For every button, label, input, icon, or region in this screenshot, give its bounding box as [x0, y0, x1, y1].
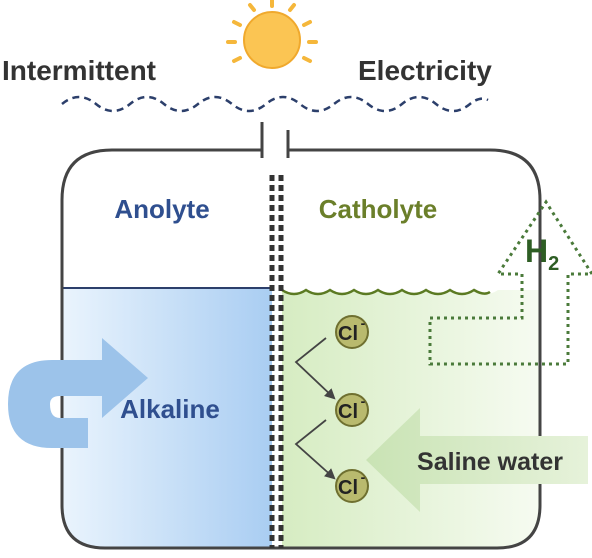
saline-water-label: Saline water: [417, 448, 563, 476]
sun-icon: [226, 0, 318, 69]
cell-outline: [60, 148, 542, 550]
chloride-ion: Cl -: [335, 393, 369, 427]
anolyte-label: Anolyte: [114, 194, 209, 224]
membrane: [269, 175, 284, 548]
svg-text:Cl: Cl: [338, 477, 358, 499]
svg-text:-: -: [361, 393, 366, 409]
chloride-ion: Cl -: [335, 315, 369, 349]
h2-label: H2: [525, 233, 559, 275]
catholyte-label: Catholyte: [319, 194, 437, 224]
anolyte-liquid: [62, 288, 272, 548]
svg-text:-: -: [361, 315, 366, 331]
electricity-label: Electricity: [358, 55, 492, 86]
power-wave: [61, 95, 489, 113]
svg-text:Cl: Cl: [338, 401, 358, 423]
intermittent-label: Intermittent: [2, 55, 156, 86]
alkaline-label: Alkaline: [120, 394, 220, 424]
chloride-ion: Cl -: [335, 469, 369, 503]
svg-text:-: -: [361, 469, 366, 485]
svg-text:Cl: Cl: [338, 323, 358, 345]
catholyte-surface: [281, 288, 491, 296]
ion-migration-arrows: [294, 337, 336, 480]
h2-outlet-arrow: [428, 199, 592, 366]
alkaline-recirculation-arrow: [8, 338, 148, 448]
saline-water-arrow: [366, 408, 588, 512]
